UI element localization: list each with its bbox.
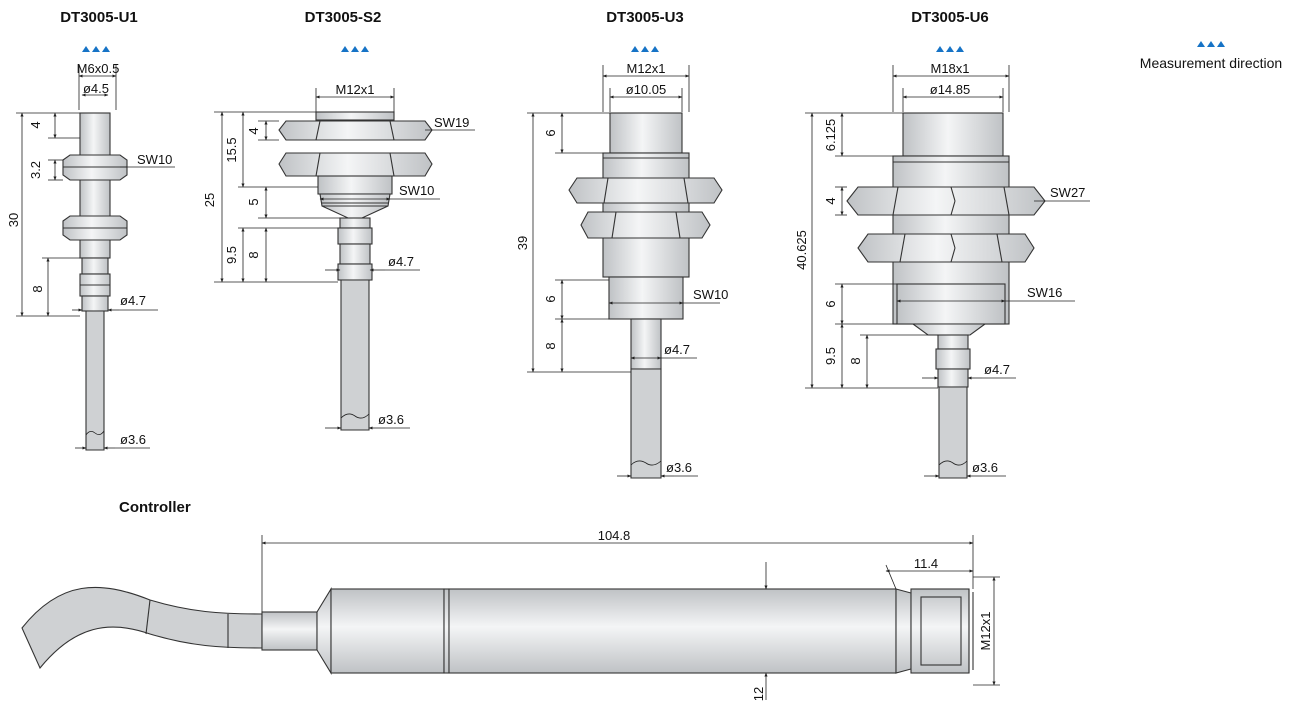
sensor-body <box>278 111 433 281</box>
sensor-title: DT3005-U3 <box>606 9 684 26</box>
sensor-title: DT3005-U6 <box>911 9 989 26</box>
sensor-body <box>62 112 128 312</box>
dimension-label: 9.5 <box>823 347 838 365</box>
dimension-label: ø4.7 <box>120 293 146 308</box>
dimension-label: 104.8 <box>598 528 631 543</box>
dimension-label: ø4.7 <box>984 362 1010 377</box>
legend-label: Measurement direction <box>1140 55 1282 71</box>
dimension-label: ø3.6 <box>666 460 692 475</box>
dimension-lines <box>16 65 175 450</box>
dimension-label: 5 <box>246 198 261 205</box>
dimension-label: 6.125 <box>823 119 838 152</box>
cable <box>21 586 263 670</box>
dimension-label: SW10 <box>693 287 728 302</box>
sensor-s2: DT3005-S2 <box>202 9 475 431</box>
controller-body <box>261 587 974 675</box>
dimension-label: ø4.7 <box>388 254 414 269</box>
measurement-direction-icon <box>631 46 659 52</box>
measurement-direction-icon <box>341 46 369 52</box>
dimension-label: M12x1 <box>626 61 665 76</box>
dimension-label: M12x1 <box>978 611 993 650</box>
dimension-label: 4 <box>246 127 261 134</box>
dimension-label: 15.5 <box>224 137 239 162</box>
dimension-label: ø10.05 <box>626 82 666 97</box>
dimension-label: 12 <box>751 687 766 701</box>
dimension-label: 6 <box>543 295 558 302</box>
dimension-label: ø3.6 <box>378 412 404 427</box>
dimension-label: 6 <box>543 129 558 136</box>
dimension-lines <box>214 88 475 430</box>
dimension-label: SW16 <box>1027 285 1062 300</box>
dimension-label: 8 <box>30 285 45 292</box>
sensor-u6: DT3005-U6 <box>794 9 1090 479</box>
sensor-body <box>568 112 723 370</box>
dimension-label: 4 <box>28 121 43 128</box>
dimension-label: SW27 <box>1050 185 1085 200</box>
measurement-direction-icon <box>936 46 964 52</box>
dimension-label: M12x1 <box>335 82 374 97</box>
controller-title: Controller <box>119 499 191 516</box>
sensor-u1: DT3005-U1 <box>6 9 175 451</box>
measurement-direction-icon <box>82 46 110 52</box>
dimension-label: 4 <box>823 197 838 204</box>
dimension-label: 6 <box>823 300 838 307</box>
controller: Controller 104.8 <box>21 499 1000 701</box>
cable <box>938 386 968 479</box>
sensor-title: DT3005-S2 <box>305 9 382 26</box>
dimension-label: 8 <box>246 251 261 258</box>
dimension-lines <box>261 535 1000 700</box>
dimension-lines <box>527 65 720 478</box>
sensor-title: DT3005-U1 <box>60 9 138 26</box>
dimension-lines <box>805 65 1090 478</box>
legend: Measurement direction <box>1140 41 1282 71</box>
dimension-label: 30 <box>6 213 21 227</box>
dimension-label: ø14.85 <box>930 82 970 97</box>
dimension-label: SW19 <box>434 115 469 130</box>
dimension-label: 8 <box>848 357 863 364</box>
dimension-label: 11.4 <box>914 556 938 571</box>
dimension-label: SW10 <box>399 183 434 198</box>
dimension-label: M6x0.5 <box>77 61 120 76</box>
dimension-label: 9.5 <box>224 246 239 264</box>
cable <box>340 279 370 431</box>
dimension-label: 40.625 <box>794 230 809 270</box>
dimension-label: ø3.6 <box>972 460 998 475</box>
sensor-u3: DT3005-U3 <box>515 9 728 479</box>
cable <box>630 368 662 479</box>
dimension-label: ø4.7 <box>664 342 690 357</box>
dimension-label: 25 <box>202 193 217 207</box>
dimension-label: ø4.5 <box>83 81 109 96</box>
dimension-label: SW10 <box>137 152 172 167</box>
dimension-label: 39 <box>515 236 530 250</box>
measurement-direction-icon <box>1197 41 1225 47</box>
dimension-label: M18x1 <box>930 61 969 76</box>
cable <box>85 310 105 451</box>
sensor-body <box>846 112 1046 388</box>
dimension-label: 8 <box>543 342 558 349</box>
dimension-label: ø3.6 <box>120 432 146 447</box>
dimension-label: 3.2 <box>28 161 43 179</box>
